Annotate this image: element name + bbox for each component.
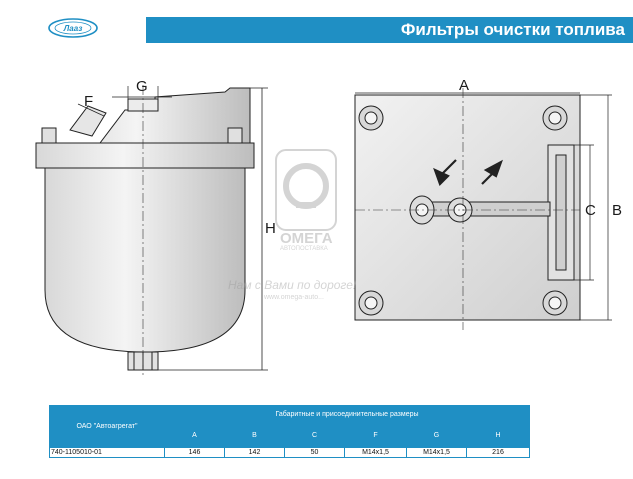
- watermark-logo-icon: [275, 149, 337, 231]
- column-header-b: B: [224, 422, 285, 449]
- company-cell: ОАО "Автоагрегат": [49, 405, 165, 448]
- dim-label-b: B: [612, 202, 623, 219]
- table-row: 740-1105010-01 146 142 50 M14x1,5 M14x1,…: [49, 447, 531, 458]
- dim-label-h: H: [265, 220, 276, 237]
- watermark-brand: ОМЕГА: [280, 230, 333, 247]
- specs-table: ОАО "Автоагрегат" Габаритные и присоедин…: [49, 405, 531, 458]
- dim-label-a: A: [459, 77, 470, 94]
- watermark-slogan: Нам с Вами по дороге!: [228, 278, 357, 292]
- value-g: M14x1,5: [406, 447, 467, 458]
- dim-label-c: C: [585, 202, 596, 219]
- group-header: Габаритные и присоединительные размеры: [163, 405, 531, 424]
- value-a: 146: [164, 447, 225, 458]
- dim-label-g: G: [136, 78, 148, 95]
- dim-label-f: F: [84, 93, 94, 110]
- filter-drawing: [35, 85, 612, 375]
- value-c: 50: [284, 447, 345, 458]
- company-logo-icon: Лааз: [48, 18, 98, 38]
- flow-arrows: [433, 159, 503, 187]
- part-number: 740-1105010-01: [49, 447, 165, 458]
- column-header-f: F: [344, 422, 407, 449]
- side-view: [35, 87, 255, 371]
- watermark-url: www.omega-auto...: [264, 294, 324, 301]
- column-header-a: A: [164, 422, 225, 449]
- column-header-c: C: [284, 422, 345, 449]
- watermark: ОМЕГА АВТОПОСТАВКА Нам с Вами по дороге!…: [228, 148, 364, 308]
- logo-text: Лааз: [63, 24, 83, 33]
- value-h: 216: [465, 447, 531, 458]
- value-b: 142: [224, 447, 285, 458]
- watermark-sub: АВТОПОСТАВКА: [280, 246, 328, 252]
- column-header-h: H: [465, 422, 531, 449]
- title-banner: Фильтры очистки топлива: [146, 17, 633, 43]
- column-header-g: G: [406, 422, 467, 449]
- page-title: Фильтры очистки топлива: [400, 20, 625, 39]
- top-view: [354, 94, 581, 321]
- value-f: M14x1,5: [344, 447, 407, 458]
